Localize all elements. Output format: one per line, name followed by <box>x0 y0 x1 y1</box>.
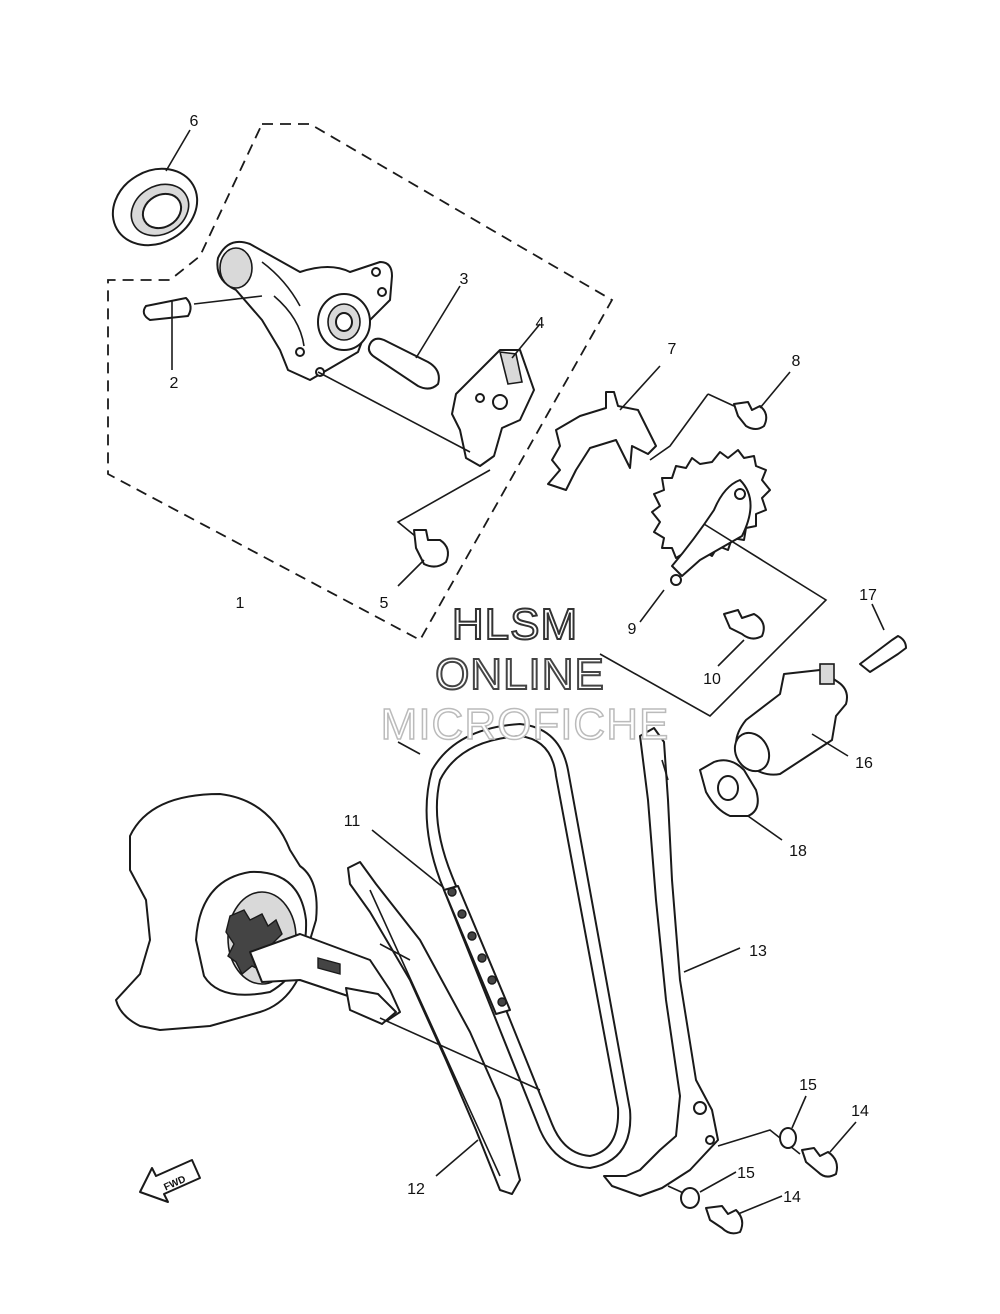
bearing-part <box>111 129 199 247</box>
camshaft-part <box>216 240 393 381</box>
cam-chain-tensioner-part <box>733 663 849 776</box>
cam-chain-guide-stopper-part <box>547 365 661 491</box>
callout-7: 7 <box>668 341 677 358</box>
forward-direction-arrow: FWD <box>139 1159 201 1203</box>
callout-16: 16 <box>855 755 873 772</box>
callout-15-lower: 15 <box>737 1165 755 1182</box>
washer-15-upper-part <box>779 1095 807 1149</box>
callout-12: 12 <box>407 1181 425 1198</box>
watermark-line-1: HLSM <box>451 599 579 650</box>
callout-6: 6 <box>190 113 199 130</box>
bolt-5-part <box>397 529 449 587</box>
bolt-10-part <box>717 609 765 667</box>
callout-labels: 1 2 3 4 5 6 7 8 9 10 11 12 13 14 14 15 1… <box>170 113 877 1206</box>
callout-11: 11 <box>344 813 361 830</box>
dowel-pin-part <box>142 295 263 370</box>
tensioner-bolt-part <box>859 603 907 673</box>
cam-sprocket-part <box>639 449 771 623</box>
camshaft-assembly-boundary <box>107 123 614 642</box>
chain-guide-12-part <box>347 861 521 1195</box>
callout-14-lower: 14 <box>783 1189 801 1206</box>
bolt-14-lower-part <box>667 1185 783 1235</box>
callout-15-upper: 15 <box>799 1077 817 1094</box>
decompressor-rod-part <box>367 285 461 390</box>
callout-4: 4 <box>536 315 545 332</box>
tensioner-gasket-part <box>699 759 783 841</box>
washer-15-lower-part <box>680 1171 737 1209</box>
watermark-line-2: ONLINE <box>434 649 605 700</box>
callout-18: 18 <box>789 843 807 860</box>
chain-guide-13-part <box>603 727 741 1197</box>
crankshaft-part <box>115 793 541 1091</box>
callout-14-upper: 14 <box>851 1103 869 1120</box>
chain-links-part <box>371 829 511 1015</box>
cam-chain-part <box>397 723 632 1169</box>
decompressor-plate-part <box>451 323 541 467</box>
sprocket-group-boundary <box>599 523 828 717</box>
callout-10: 10 <box>703 671 721 688</box>
callout-17: 17 <box>859 587 877 604</box>
callout-5: 5 <box>380 595 389 612</box>
callout-13: 13 <box>749 943 767 960</box>
callout-1: 1 <box>236 595 245 612</box>
callout-8: 8 <box>792 353 801 370</box>
callout-9: 9 <box>628 621 637 638</box>
callout-3: 3 <box>460 271 469 288</box>
bolt-8-part <box>649 371 791 461</box>
watermark-line-3: MICROFICHE <box>380 699 670 750</box>
callout-2: 2 <box>170 375 179 392</box>
